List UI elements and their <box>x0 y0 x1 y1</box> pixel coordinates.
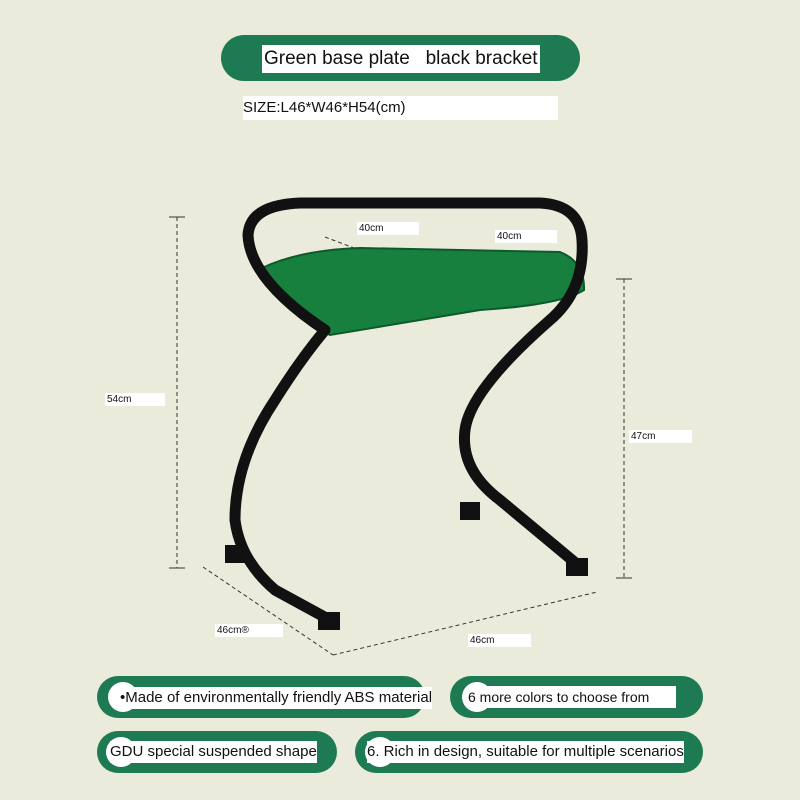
seat-width-label: 40cm <box>495 230 557 243</box>
height-seat-label: 47cm <box>629 430 692 443</box>
base-left-label: 46cm® <box>215 624 283 637</box>
feature-text-4: 6. Rich in design, suitable for multiple… <box>367 741 684 763</box>
feature-text-3: GDU special suspended shape <box>110 741 317 763</box>
base-right-label: 46cm <box>468 634 531 647</box>
title-text: Green base plate black bracket <box>262 45 540 73</box>
feature-text-1: •Made of environmentally friendly ABS ma… <box>120 687 433 709</box>
feature-text-2: 6 more colors to choose from <box>468 686 676 708</box>
height-total-label: 54cm <box>105 393 165 406</box>
size-text: SIZE:L46*W46*H54(cm) <box>243 96 558 120</box>
seat-depth-label: 40cm <box>357 222 419 235</box>
